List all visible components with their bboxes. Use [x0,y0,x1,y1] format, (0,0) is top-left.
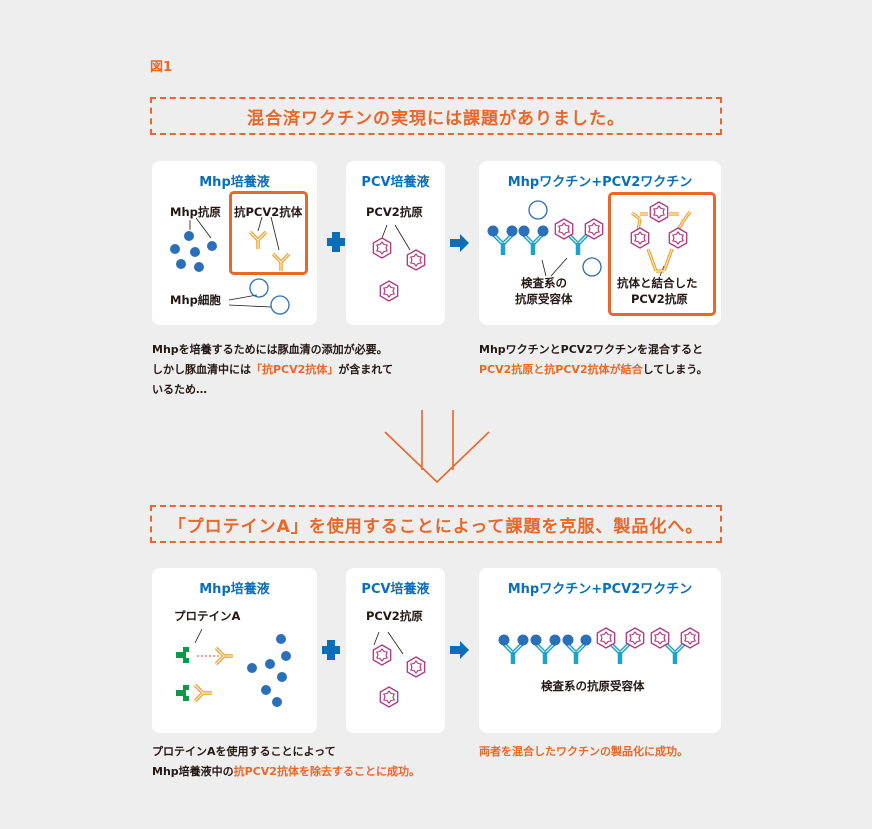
caption-line: プロテインAを使用することによって [152,745,336,758]
caption-text: してしまう。 [642,363,708,376]
top-caption-left: Mhpを培養するためには豚血清の添加が必要。 しかし豚血清中には「抗PCV2抗体… [152,340,393,400]
panel-title: Mhpワクチン+PCV2ワクチン [507,582,693,597]
anti-pcv2-antibody-label: 抗PCV2抗体 [234,205,303,219]
bottom-panel-mixed-vaccine: Mhpワクチン+PCV2ワクチン 検査系の抗原受容体 [479,568,721,733]
panel-title: Mhp培養液 [199,582,270,597]
bottom-caption-right: 両者を混合したワクチンの製品化に成功。 [479,742,688,762]
right-arrow-icon [450,234,469,252]
pcv2-antigen-label: PCV2抗原 [366,609,423,623]
right-arrow-icon [450,641,469,659]
caption-line: MhpワクチンとPCV2ワクチンを混合すると [479,343,703,356]
panel-title: PCV培養液 [361,175,430,190]
caption-line: PCV2抗原と抗PCV2抗体が結合してしまう。 [479,360,708,380]
bottom-headline-box: 「プロテインA」を使用することによって課題を克服、製品化へ。 [150,505,722,543]
caption-text: Mhp培養液中の [152,765,234,778]
bottom-panel-mhp-culture: Mhp培養液 プロテインA [152,568,317,733]
bottom-headline: 「プロテインA」を使用することによって課題を克服、製品化へ。 [168,516,704,537]
panel-title: Mhpワクチン+PCV2ワクチン [507,175,693,190]
figure-label: 図1 [150,60,173,75]
down-arrow-icon [384,410,490,484]
caption-text: しかし豚血清中には [152,363,251,376]
caption-highlight: 抗PCV2抗体を除去することに成功。 [233,765,420,778]
mhp-cell-label: Mhp細胞 [170,293,221,307]
top-headline-box: 混合済ワクチンの実現には課題がありました。 [150,97,722,135]
caption-line: いるため… [152,383,207,396]
pcv2-antigen-label: PCV2抗原 [366,205,423,219]
protein-a-label: プロテインA [174,609,241,623]
panel-title: Mhp培養液 [199,175,270,190]
receptor-label: 検査系の抗原受容体 [541,679,645,693]
caption-highlight: 両者を混合したワクチンの製品化に成功。 [479,745,688,758]
bottom-panel-pcv-culture: PCV培養液 PCV2抗原 [346,568,445,733]
caption-highlight: 「抗PCV2抗体」 [251,363,339,376]
caption-highlight: PCV2抗原と抗PCV2抗体が結合 [479,363,643,376]
panel-title: PCV培養液 [361,582,430,597]
top-panel-mixed-vaccine: Mhpワクチン+PCV2ワクチン 検査系の 抗原受容体 抗体と結合した PCV2… [479,161,721,325]
caption-line: Mhpを培養するためには豚血清の添加が必要。 [152,343,388,356]
mhp-antigen-label: Mhp抗原 [170,205,221,219]
receptor-label-line2: 抗原受容体 [515,292,573,306]
top-panel-pcv-culture: PCV培養液 PCV2抗原 [346,161,445,325]
caption-text: が含まれて [338,363,393,376]
bottom-caption-left: プロテインAを使用することによって Mhp培養液中の抗PCV2抗体を除去すること… [152,742,420,782]
caption-line: Mhp培養液中の抗PCV2抗体を除去することに成功。 [152,762,420,782]
plus-icon [327,232,345,252]
receptor-label-line1: 検査系の [521,276,567,290]
top-headline: 混合済ワクチンの実現には課題がありました。 [247,108,625,129]
bound-label-line2: PCV2抗原 [631,292,688,306]
plus-icon [322,640,340,660]
bound-highlight-box [608,192,716,316]
caption-line: しかし豚血清中には「抗PCV2抗体」が含まれて [152,360,393,380]
top-panel-mhp-culture: Mhp培養液 Mhp抗原 抗PCV2抗体 Mhp細胞 [152,161,317,325]
bound-label-line1: 抗体と結合した [617,276,698,290]
top-caption-right: MhpワクチンとPCV2ワクチンを混合すると PCV2抗原と抗PCV2抗体が結合… [479,340,708,380]
